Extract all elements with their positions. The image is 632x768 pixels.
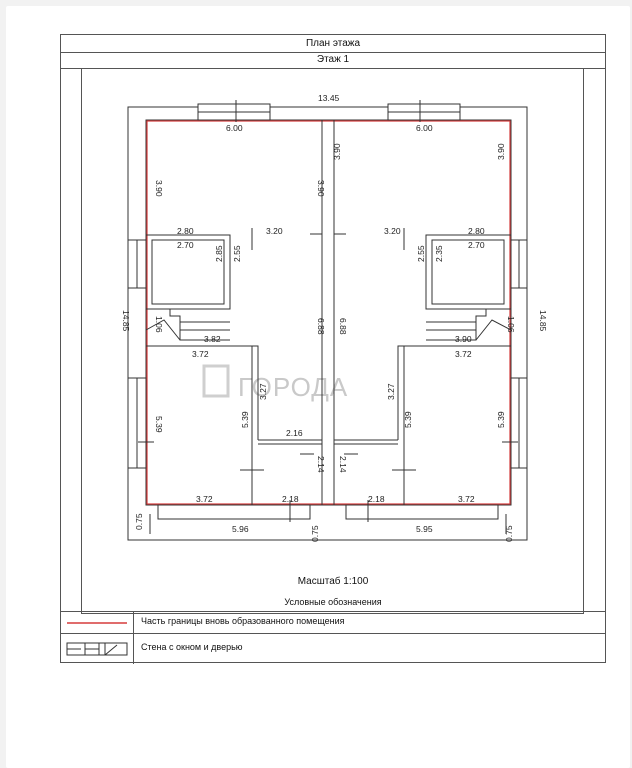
dim-left-bath-inner: 2.70: [177, 240, 194, 250]
dim-right-stair: 1.06: [506, 316, 516, 333]
dim-right-bottom-room: 3.72: [458, 494, 475, 504]
dim-right-bath-h1: 2.55: [416, 245, 426, 262]
watermark: ГОРОДА: [202, 364, 348, 402]
dim-left-bath-h2: 2.55: [232, 245, 242, 262]
dim-left-party: 6.88: [316, 318, 326, 335]
dim-right-bottom-entry: 2.18: [368, 494, 385, 504]
dimension-labels: 13.45 6.00 6.00 3.90 3.90 3.90 3.90 14.8…: [121, 93, 548, 542]
watermark-text: ГОРОДА: [238, 372, 348, 402]
legend-label-boundary: Часть границы вновь образованного помеще…: [141, 616, 345, 626]
legend-symbol-wall-window-door: [61, 634, 134, 664]
dim-mid-left-upper-height: 3.90: [316, 180, 326, 197]
dim-left-room-height-outer: 5.39: [154, 416, 164, 433]
legend-label-wall: Стена с окном и дверью: [141, 642, 243, 652]
dim-overall-width: 13.45: [318, 93, 340, 103]
dim-right-bath-h2: 2.35: [434, 245, 444, 262]
drawing-frame: План этажа Этаж 1 Масштаб 1:100 Условные…: [60, 34, 606, 664]
dim-left-stair-width: 3.82: [204, 334, 221, 344]
boundary-line: [146, 120, 511, 505]
dim-mid-terrace-height: 0.75: [310, 525, 320, 542]
dim-right-room-height-inner: 5.39: [403, 411, 413, 428]
legend-row-wall: Стена с окном и дверью: [61, 633, 605, 664]
dim-left-entry-height: 2.14: [316, 456, 326, 473]
dim-mid-width: 2.16: [286, 428, 303, 438]
legend-row-boundary: Часть границы вновь образованного помеще…: [61, 611, 605, 634]
dim-right-room-width: 3.72: [455, 349, 472, 359]
floor-label: Этаж 1: [61, 52, 605, 69]
outer-walls: [127, 103, 528, 541]
dim-left-bath-h1: 2.85: [214, 245, 224, 262]
dim-overall-height-right: 14.85: [538, 310, 548, 332]
legend-title: Условные обозначения: [284, 597, 382, 607]
dim-right-room-height-outer: 5.39: [496, 411, 506, 428]
plan-area: [81, 68, 584, 614]
dim-right-bath-outer: 2.80: [468, 226, 485, 236]
dim-right-bath-inner: 2.70: [468, 240, 485, 250]
scale-label: Масштаб 1:100: [297, 576, 369, 587]
watermark-logo-icon: [202, 364, 230, 398]
dim-right-party: 6.88: [338, 318, 348, 335]
dim-left-bottom-room: 3.72: [196, 494, 213, 504]
dim-right-terrace-height: 0.75: [504, 525, 514, 542]
dim-left-room-height-inner: 5.39: [240, 411, 250, 428]
dim-left-bath-outer: 2.80: [177, 226, 194, 236]
dim-left-terrace-width: 5.96: [232, 524, 249, 534]
dim-left-terrace-height: 0.75: [134, 513, 144, 530]
dim-left-stair: 1.06: [154, 316, 164, 333]
dim-left-upper-height: 3.90: [154, 180, 164, 197]
dim-top-left-width: 6.00: [226, 123, 243, 133]
dim-left-room-width: 3.72: [192, 349, 209, 359]
dim-right-terrace-width: 5.95: [416, 524, 433, 534]
dim-right-corridor-height: 3.27: [386, 383, 396, 400]
dim-right-hall: 3.20: [384, 226, 401, 236]
legend-symbol-red-line: [61, 612, 134, 634]
dim-right-stair-width: 3.90: [455, 334, 472, 344]
interior-walls: [138, 100, 518, 534]
dim-overall-height-left: 14.85: [121, 310, 131, 332]
dim-right-upper-height: 3.90: [496, 143, 506, 160]
plan-title: План этажа: [61, 35, 605, 53]
dim-left-corridor-height: 3.27: [258, 383, 268, 400]
dim-top-right-width: 6.00: [416, 123, 433, 133]
dim-left-bottom-entry: 2.18: [282, 494, 299, 504]
dim-right-entry-height: 2.14: [338, 456, 348, 473]
dim-mid-right-upper-height: 3.90: [332, 143, 342, 160]
dim-left-hall: 3.20: [266, 226, 283, 236]
